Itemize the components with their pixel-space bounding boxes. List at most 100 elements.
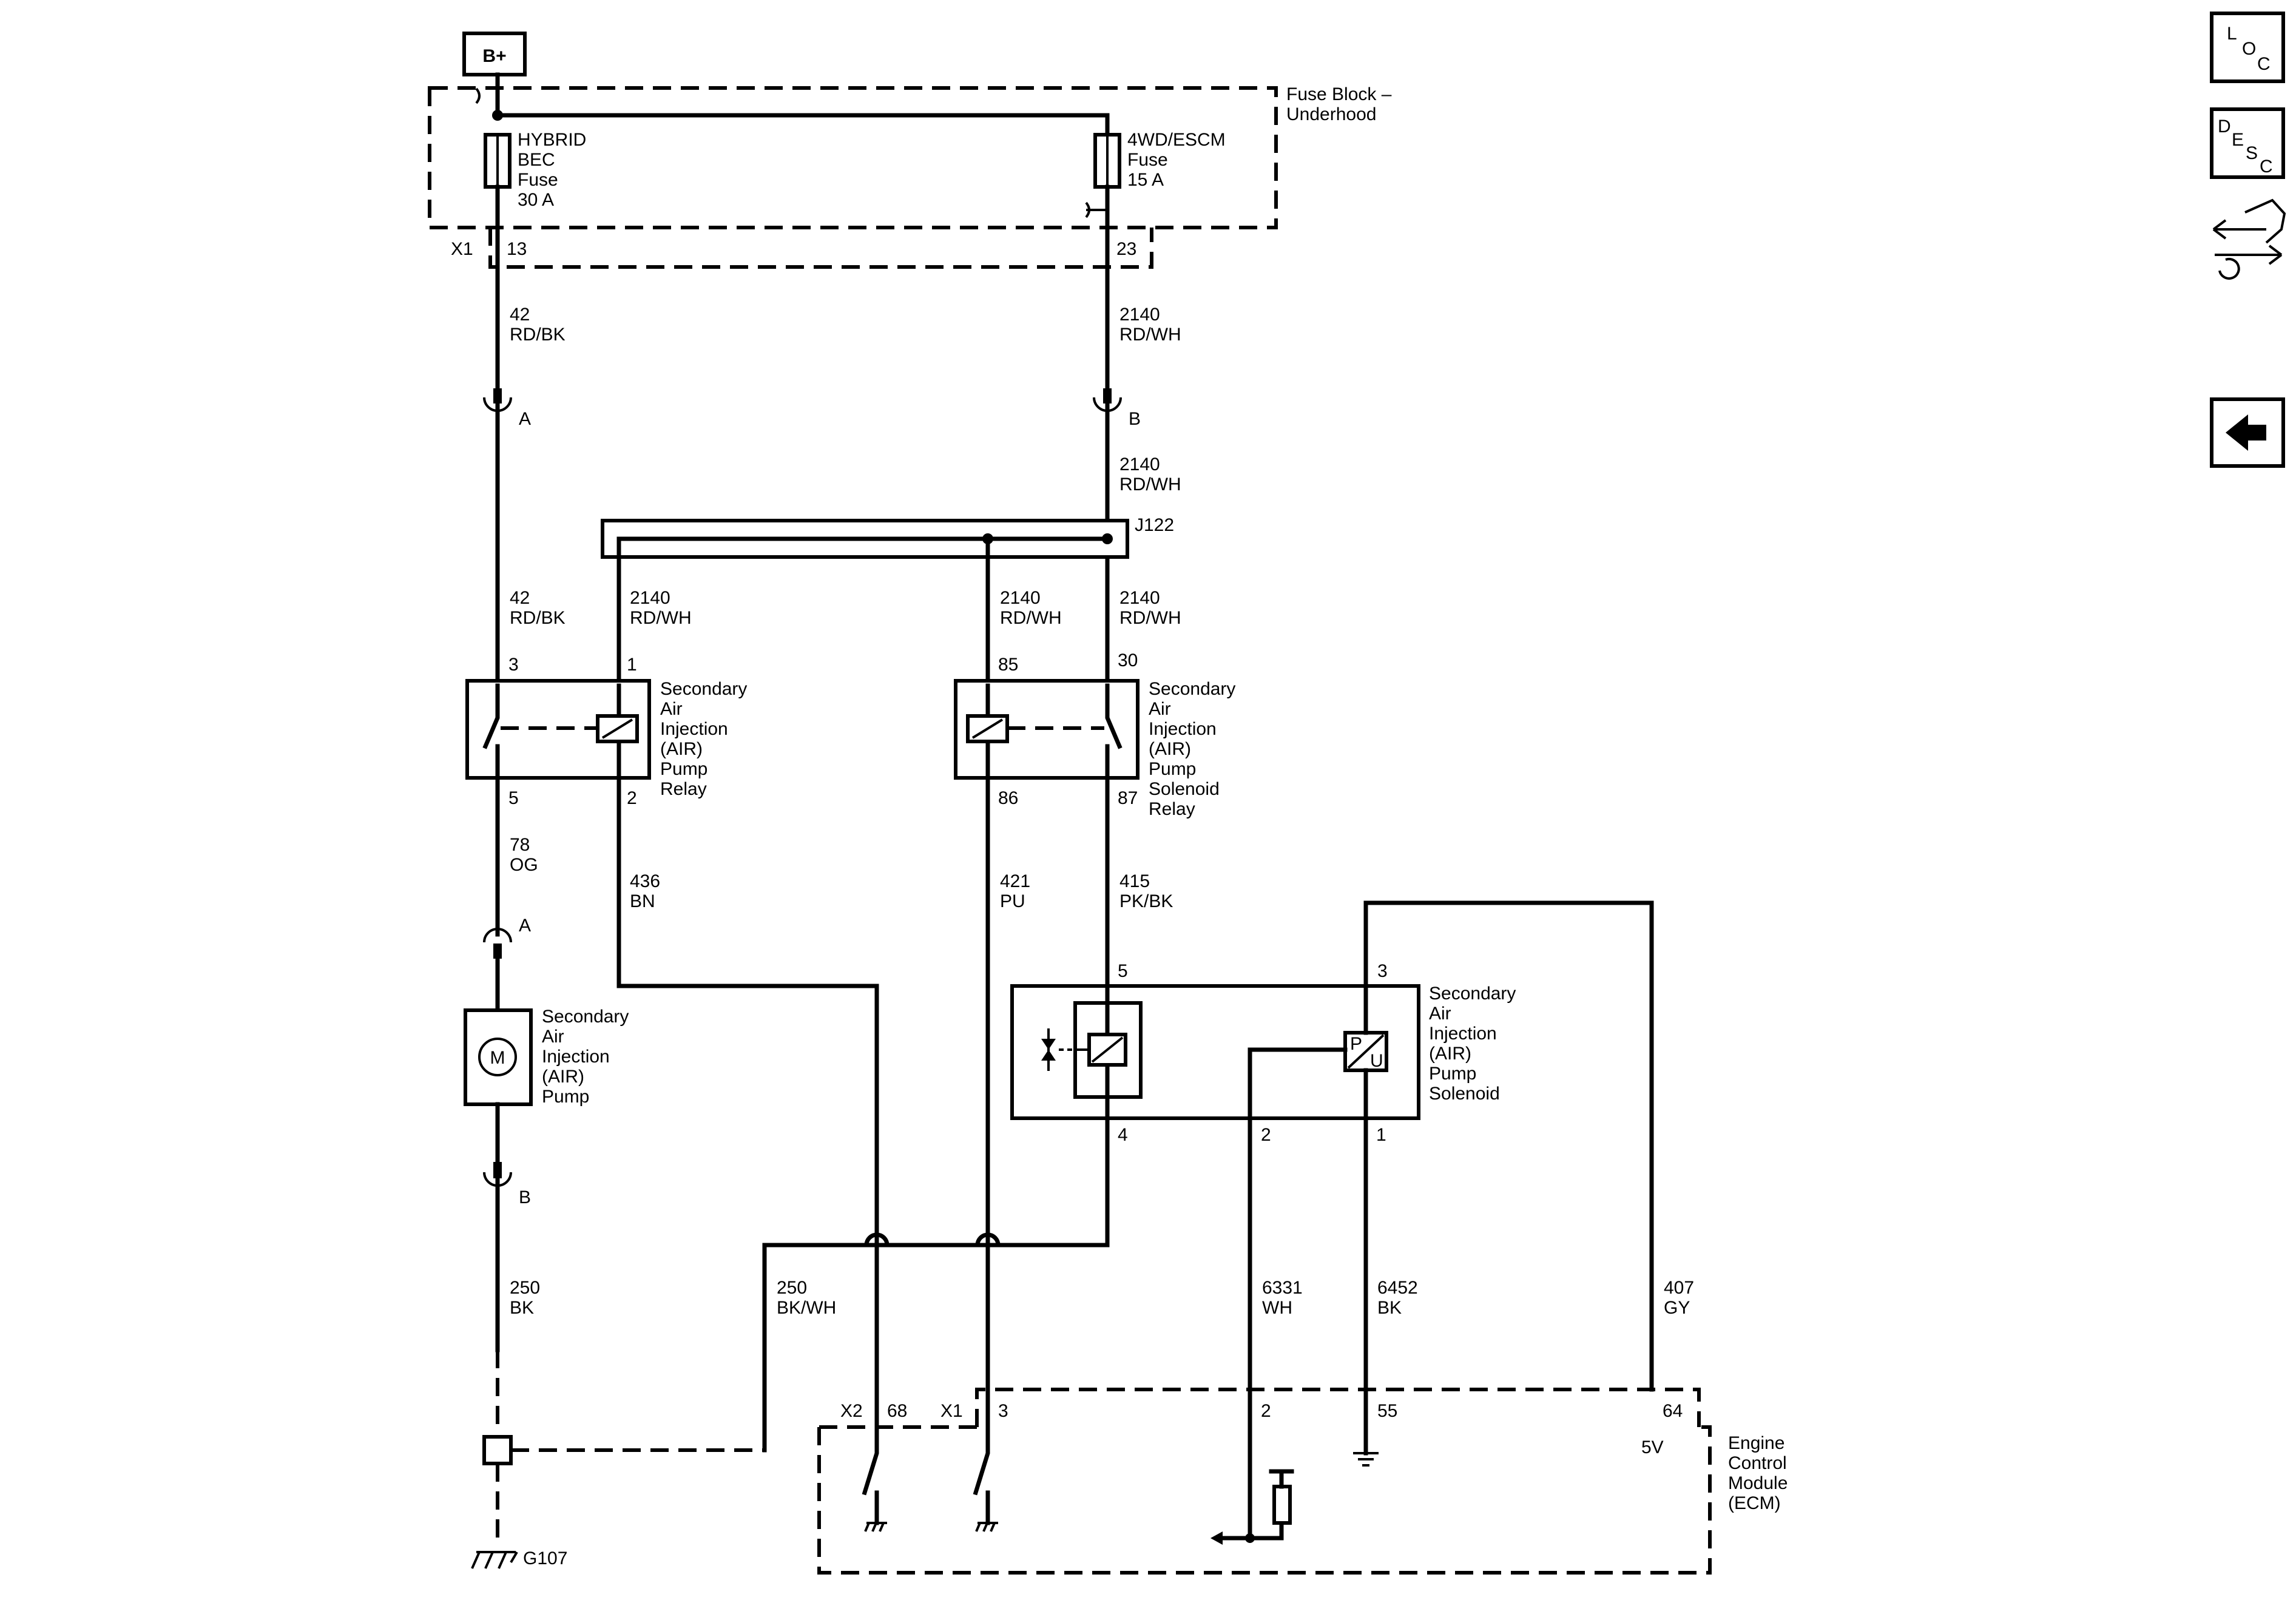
- ecm-5v: 5V: [1641, 1437, 1664, 1457]
- ecm-label4: (ECM): [1728, 1493, 1781, 1513]
- air-pump-solenoid: P U 5 3 4 2 1 Secondary Air Injection (A…: [1010, 961, 1516, 1145]
- ecm-pin3: 3: [998, 1401, 1008, 1421]
- solenoid-label3: Injection: [1429, 1024, 1497, 1044]
- wire-415-color: PK/BK: [1119, 891, 1173, 911]
- connector-a-upper-label: A: [519, 409, 531, 429]
- desc-letter-e: E: [2232, 130, 2244, 150]
- sensor-p: P: [1350, 1034, 1362, 1054]
- engine-control-module: Engine Control Module (ECM) X2 68 X1 3 2…: [817, 1388, 1788, 1575]
- inline-connector-a-upper: A: [483, 388, 531, 429]
- solenoid-pin1: 1: [1376, 1125, 1386, 1145]
- solenoid-pin5: 5: [1118, 961, 1128, 981]
- wire-250wh-number: 250: [777, 1278, 807, 1298]
- loc-letter-l: L: [2227, 24, 2237, 44]
- desc-letter-c: C: [2260, 157, 2273, 177]
- wire-250-number: 250: [510, 1278, 540, 1298]
- power-source-label: B+: [482, 46, 506, 66]
- relay-pump-pin3: 3: [508, 655, 519, 675]
- relay-sol-pin30: 30: [1118, 650, 1138, 670]
- solenoid-label4: (AIR): [1429, 1044, 1471, 1064]
- relay-pump-label5: Pump: [660, 759, 707, 779]
- relay-pump-label6: Relay: [660, 779, 707, 799]
- fuse-block-connector-x1: X1: [451, 239, 473, 259]
- relay-pump-pin1: 1: [627, 655, 637, 675]
- wire-2140-mid-color: RD/WH: [1119, 474, 1181, 495]
- ecm-connector-x2: X2: [840, 1401, 863, 1421]
- wire-421-color: PU: [1000, 891, 1025, 911]
- wire-407-number: 407: [1664, 1278, 1694, 1298]
- connector-b-upper-label: B: [1129, 409, 1141, 429]
- relay-sol-label7: Relay: [1149, 799, 1195, 819]
- wire-42-relay-number: 42: [510, 588, 530, 608]
- fuse-left-line4: 30 A: [518, 190, 554, 210]
- wire-436-color: BN: [630, 891, 655, 911]
- battery-positive-source: B+: [462, 32, 527, 76]
- description-button[interactable]: D E S C: [2210, 107, 2285, 179]
- splice-label: J122: [1135, 515, 1174, 535]
- wire-2140-relay1-color: RD/WH: [630, 608, 692, 628]
- wire-78-color: OG: [510, 855, 538, 875]
- air-pump-solenoid-relay: 85 30 86 87 Secondary Air Injection (AIR…: [954, 650, 1235, 819]
- wire-42-top-number: 42: [510, 305, 530, 325]
- relay-sol-label1: Secondary: [1149, 679, 1235, 699]
- desc-letter-s: S: [2246, 143, 2258, 163]
- connector-tool-button[interactable]: [2212, 198, 2286, 280]
- ecm-pin55: 55: [1377, 1401, 1397, 1421]
- fuse-4wd-escm: 4WD/ESCM Fuse 15 A: [1093, 130, 1226, 190]
- ecm-label3: Module: [1728, 1473, 1788, 1493]
- inline-connector-a-lower: A: [483, 916, 531, 959]
- fuse-hybrid-bec: HYBRID BEC Fuse 30 A: [484, 130, 586, 210]
- wire-42-relay-color: RD/BK: [510, 608, 566, 628]
- relay-sol-pin85: 85: [998, 655, 1018, 675]
- loc-letter-c: C: [2257, 54, 2271, 74]
- ecm-label2: Control: [1728, 1453, 1787, 1473]
- wire-2140-mid-number: 2140: [1119, 454, 1160, 474]
- fuse-right-line1: 4WD/ESCM: [1127, 130, 1226, 150]
- pump-motor-symbol: M: [490, 1048, 505, 1068]
- wire-78-number: 78: [510, 835, 530, 855]
- relay-pump-label2: Air: [660, 699, 683, 719]
- fuse-block-title-1: Fuse Block –: [1286, 84, 1392, 104]
- wire-250wh-color: BK/WH: [777, 1298, 836, 1318]
- relay-sol-label5: Pump: [1149, 759, 1196, 779]
- ecm-connector-x1: X1: [940, 1401, 963, 1421]
- fuse-right-line2: Fuse: [1127, 150, 1168, 170]
- wire-250-color: BK: [510, 1298, 534, 1318]
- back-button[interactable]: [2210, 397, 2285, 468]
- inline-connector-b-upper: B: [1093, 388, 1141, 429]
- ecm-pin68: 68: [887, 1401, 907, 1421]
- relay-sol-pin86: 86: [998, 788, 1018, 808]
- wire-6452-number: 6452: [1377, 1278, 1418, 1298]
- fuse-left-line2: BEC: [518, 150, 555, 170]
- fuse-left-line1: HYBRID: [518, 130, 586, 150]
- wire-2140-top-number: 2140: [1119, 305, 1160, 325]
- fuse-left-pin: 13: [507, 239, 527, 259]
- wire-436-number: 436: [630, 871, 660, 891]
- relay-sol-label6: Solenoid: [1149, 779, 1220, 799]
- loc-letter-o: O: [2242, 39, 2256, 59]
- ecm-pin2: 2: [1261, 1401, 1271, 1421]
- solenoid-pin3: 3: [1377, 961, 1388, 981]
- relay-sol-pin87: 87: [1118, 788, 1138, 808]
- air-pump-motor: M Secondary Air Injection (AIR) Pump: [464, 1007, 629, 1107]
- wire-421-number: 421: [1000, 871, 1030, 891]
- wire-6452-color: BK: [1377, 1298, 1402, 1318]
- desc-letter-d: D: [2218, 116, 2231, 137]
- solenoid-pin2: 2: [1261, 1125, 1271, 1145]
- wire-2140-relay30-color: RD/WH: [1119, 608, 1181, 628]
- relay-sol-label3: Injection: [1149, 719, 1217, 739]
- wire-2140-relay85-color: RD/WH: [1000, 608, 1062, 628]
- relay-sol-label4: (AIR): [1149, 739, 1191, 759]
- location-button[interactable]: L O C: [2210, 12, 2285, 83]
- connector-b-lower-label: B: [519, 1187, 531, 1207]
- wire-42-top-color: RD/BK: [510, 325, 566, 345]
- wire-2140-top-color: RD/WH: [1119, 325, 1181, 345]
- wire-2140-relay85-number: 2140: [1000, 588, 1041, 608]
- sensor-u: U: [1370, 1051, 1383, 1071]
- relay-pump-pin2: 2: [627, 788, 637, 808]
- relay-pump-pin5: 5: [508, 788, 519, 808]
- fuse-right-line3: 15 A: [1127, 170, 1164, 190]
- pump-label1: Secondary: [542, 1007, 629, 1027]
- air-pump-relay: 3 1 5 2 Secondary Air Injection (AIR) Pu…: [465, 655, 747, 808]
